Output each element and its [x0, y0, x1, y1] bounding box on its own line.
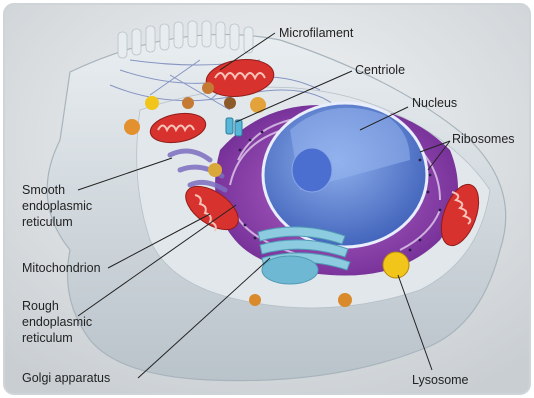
label-golgi-apparatus: Golgi apparatus [22, 370, 110, 386]
label-smooth-er-line1: Smooth [22, 182, 92, 198]
label-ribosomes: Ribosomes [452, 131, 515, 147]
label-rough-er: Rough endoplasmic reticulum [22, 298, 92, 346]
label-centriole: Centriole [355, 62, 405, 78]
label-smooth-er-line3: reticulum [22, 214, 92, 230]
label-rough-er-line1: Rough [22, 298, 92, 314]
label-nucleus: Nucleus [412, 95, 457, 111]
label-smooth-er-line2: endoplasmic [22, 198, 92, 214]
nucleolus [292, 148, 332, 192]
lysosome [383, 252, 409, 278]
label-mitochondrion: Mitochondrion [22, 260, 101, 276]
label-smooth-er: Smooth endoplasmic reticulum [22, 182, 92, 230]
label-rough-er-line3: reticulum [22, 330, 92, 346]
label-lysosome: Lysosome [412, 372, 469, 388]
label-rough-er-line2: endoplasmic [22, 314, 92, 330]
label-microfilament: Microfilament [279, 25, 353, 41]
